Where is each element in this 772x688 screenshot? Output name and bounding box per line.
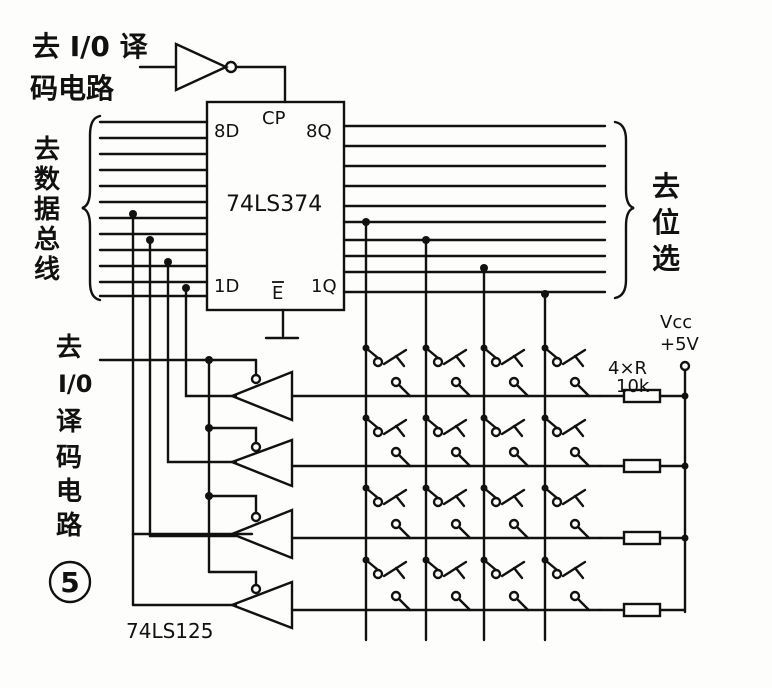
svg-text:选: 选 (652, 242, 680, 275)
svg-text:数: 数 (34, 165, 61, 195)
key-switch (482, 346, 530, 398)
key-switch (424, 486, 472, 540)
buffer-chip-label: 74LS125 (126, 619, 213, 643)
svg-text:去: 去 (56, 333, 82, 363)
latch-chip-74ls374: 8D CP 8Q 74LS374 1D E 1Q (205, 100, 346, 340)
key-switch (482, 416, 530, 468)
svg-text:译: 译 (56, 407, 83, 437)
data-bus-brace (81, 114, 102, 302)
key-switch (543, 558, 591, 612)
latch-chip-label: 74LS374 (226, 192, 322, 217)
bit-select-label: 去 位 选 (652, 170, 680, 275)
pin-1d-label: 1D (214, 276, 239, 297)
plus5v-label: +5V (660, 334, 700, 355)
svg-text:线: 线 (34, 255, 60, 285)
key-switch (364, 346, 412, 398)
data-bus-lines (98, 120, 209, 298)
key-switch (424, 558, 472, 612)
key-switch (424, 346, 472, 398)
buffer-4 (228, 580, 602, 630)
pin-8q-label: 8Q (306, 121, 332, 142)
key-switch (543, 416, 591, 468)
figure-number: 5 (60, 566, 79, 599)
pin-1q-label: 1Q (311, 276, 337, 297)
bit-select-lines (342, 124, 607, 294)
svg-text:位: 位 (652, 206, 680, 239)
io-decoder-top-label-2: 码电路 (30, 72, 115, 105)
pullup-resistors: Vcc +5V 4×R 10k (598, 312, 700, 618)
key-switch (364, 486, 412, 540)
svg-text:去: 去 (34, 135, 60, 165)
key-switch (543, 346, 591, 398)
key-switch (482, 558, 530, 612)
svg-text:电: 电 (56, 477, 82, 507)
buffer-2 (228, 438, 602, 488)
svg-text:I/0: I/0 (58, 370, 92, 398)
buffer-1 (228, 370, 602, 422)
io-decoder-top-label-1: 去 I/0 译 (32, 30, 149, 63)
svg-text:去: 去 (652, 170, 680, 203)
resistor-value-label: 10k (616, 376, 650, 397)
cp-inverter (138, 42, 287, 104)
svg-text:总: 总 (34, 225, 60, 255)
key-switch (364, 558, 412, 612)
key-switch (424, 416, 472, 468)
svg-text:路: 路 (56, 510, 83, 541)
buffer-3 (228, 508, 602, 560)
svg-text:据: 据 (34, 195, 60, 225)
pin-8d-label: 8D (214, 121, 239, 142)
pin-cp-label: CP (262, 108, 286, 129)
key-switch (364, 416, 412, 468)
svg-text:码: 码 (56, 443, 82, 473)
bus-taps (129, 210, 254, 607)
key-switch (482, 486, 530, 540)
resistor-count-label: 4×R (608, 358, 647, 379)
key-matrix (362, 344, 591, 612)
figure-number-badge: 5 (48, 560, 92, 604)
pin-e-label: E (272, 283, 283, 304)
io-decoder-left-label: 去 I/0 译 码 电 路 (56, 333, 92, 541)
vcc-label: Vcc (660, 312, 692, 333)
data-bus-label: 去 数 据 总 线 (34, 135, 61, 285)
bit-select-brace (613, 120, 635, 300)
key-switch (543, 486, 591, 540)
buffer-enable-bus (98, 356, 258, 586)
